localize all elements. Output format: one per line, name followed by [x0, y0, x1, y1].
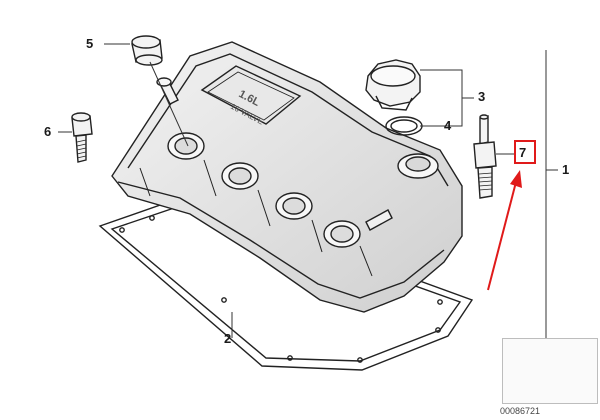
leader-lines — [58, 43, 558, 392]
red-arrow — [487, 170, 522, 291]
callout-7: 7 — [519, 145, 527, 160]
bolt-part-6 — [71, 112, 93, 163]
callout-4: 4 — [444, 118, 452, 133]
vehicle-thumbnail — [502, 338, 598, 404]
valve-cover: 1.6L 16 VALVE — [111, 41, 463, 313]
callout-2: 2 — [224, 331, 232, 346]
reference-number: 00086721 — [500, 406, 541, 416]
sensor-part-7 — [473, 114, 497, 199]
seal-ring-part-4 — [385, 116, 423, 136]
part-7-highlight-box — [514, 140, 536, 164]
callout-5: 5 — [86, 36, 94, 51]
oil-cap-part-3 — [365, 59, 421, 111]
callout-3: 3 — [478, 89, 486, 104]
callout-1: 1 — [562, 162, 570, 177]
grommet-part-5 — [131, 35, 163, 66]
callout-6: 6 — [44, 124, 52, 139]
